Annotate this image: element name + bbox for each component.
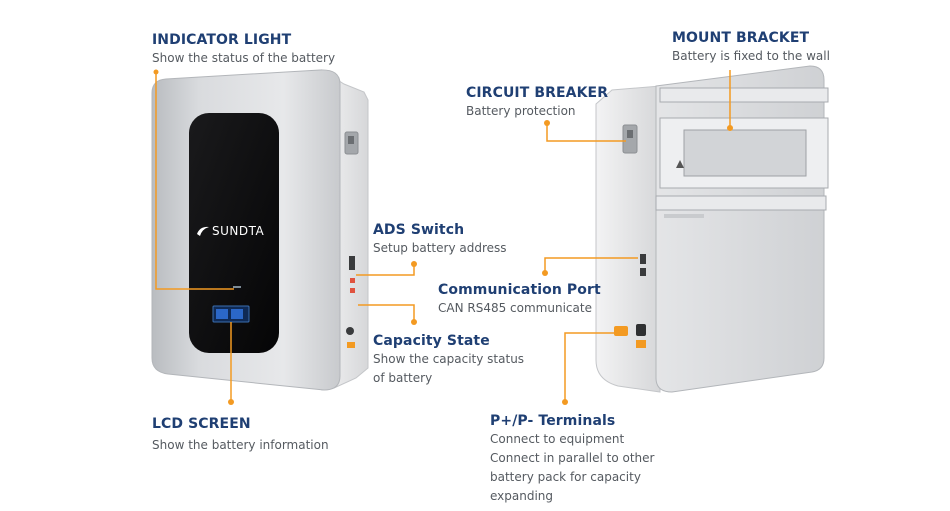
leader-communication-port	[544, 257, 638, 273]
callout-indicator-light: INDICATOR LIGHT Show the status of the b…	[152, 31, 335, 68]
leader-lines	[155, 70, 731, 402]
callout-title: ADS Switch	[373, 222, 465, 238]
callout-ads-switch: ADS Switch Setup battery address	[373, 221, 507, 258]
ads-switch-part	[349, 256, 355, 270]
callout-description: Connect to equipment Connect in parallel…	[490, 432, 655, 503]
leader-indicator-light	[155, 72, 234, 290]
leader-capacity-state	[358, 304, 415, 322]
callout-capacity-state: Capacity State Show the capacity status …	[373, 332, 524, 388]
indicator-light-led	[233, 286, 241, 288]
terminal-part	[346, 327, 354, 335]
callout-title: Communication Port	[438, 282, 601, 298]
callout-description: Show the status of the battery	[152, 51, 336, 65]
battery-front-view	[151, 69, 369, 391]
callout-communication-port: Communication Port CAN RS485 communicate	[438, 281, 601, 318]
negative-terminal-part	[636, 324, 646, 336]
leader-terminals	[564, 332, 618, 402]
callout-circuit-breaker: CIRCUIT BREAKER Battery protection	[466, 84, 608, 121]
callout-description: Battery is fixed to the wall	[672, 49, 830, 63]
brand-logo: SUNDTA	[196, 219, 286, 243]
comm-port-part	[640, 254, 646, 264]
callout-title: MOUNT BRACKET	[672, 30, 810, 46]
battery-back-face	[655, 65, 825, 393]
battery-back-view	[595, 65, 829, 393]
leader-dots	[153, 69, 733, 405]
callout-description: Battery protection	[466, 104, 576, 118]
battery-black-panel	[189, 113, 279, 353]
mount-bracket-part	[655, 87, 829, 218]
positive-terminal-part	[614, 326, 628, 336]
callout-description: Show the capacity status of battery	[373, 352, 525, 385]
back-breaker-part	[622, 124, 638, 154]
callout-lcd-screen: LCD SCREEN Show the battery information	[152, 415, 329, 455]
callout-title: Capacity State	[373, 333, 490, 349]
brand-logo-text: SUNDTA	[212, 224, 265, 238]
callout-mount-bracket: MOUNT BRACKET Battery is fixed to the wa…	[672, 29, 830, 66]
sun-swoosh-icon	[197, 226, 209, 236]
leader-circuit-breaker	[546, 123, 626, 142]
callout-title: P+/P- Terminals	[490, 413, 616, 429]
callout-title: LCD SCREEN	[152, 416, 251, 432]
callout-title: CIRCUIT BREAKER	[466, 85, 609, 101]
callout-description: Setup battery address	[373, 241, 507, 255]
callout-description: Show the battery information	[152, 438, 329, 452]
leader-ads-switch	[356, 264, 415, 276]
callout-description: CAN RS485 communicate	[438, 301, 592, 315]
callout-title: INDICATOR LIGHT	[152, 32, 292, 48]
callout-terminals: P+/P- Terminals Connect to equipment Con…	[490, 412, 654, 506]
